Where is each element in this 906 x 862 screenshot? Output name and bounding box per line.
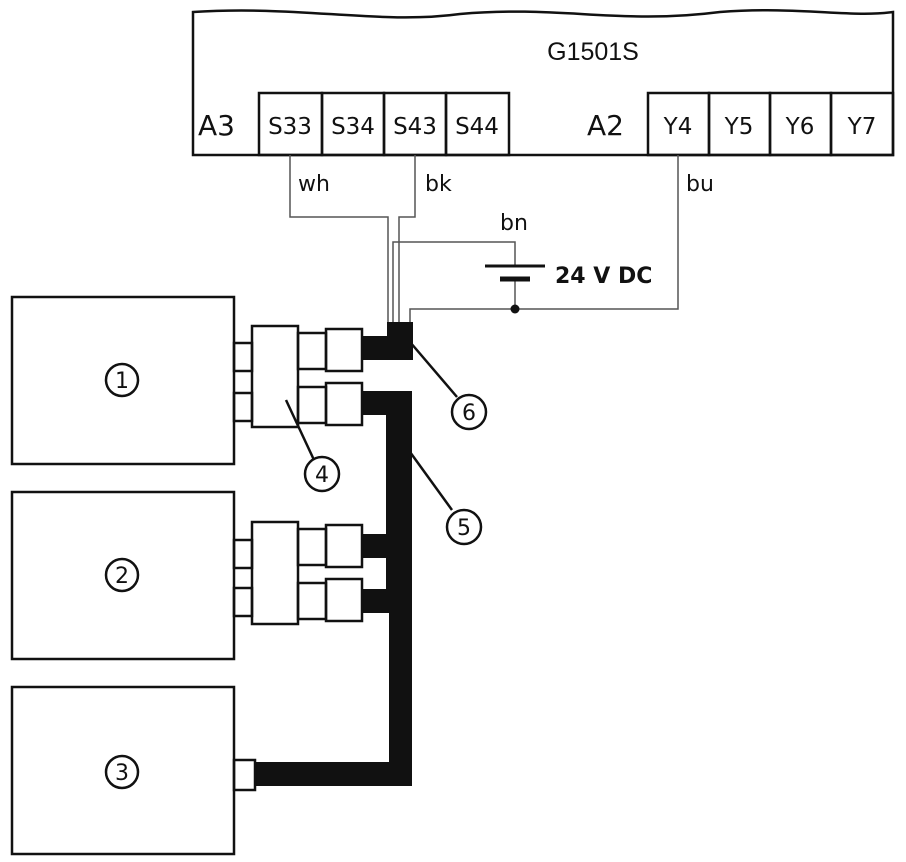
terminal-block-y: Y4 Y5 Y6 Y7: [646, 91, 895, 157]
terminal-s33-label: S33: [268, 114, 312, 140]
splitter-1-top-collar: [296, 331, 328, 371]
module-1-pin-top: [232, 341, 254, 373]
trunk-cable: [255, 322, 413, 786]
splitter-2-top-nut: [324, 523, 364, 569]
controller-title: G1501S: [547, 38, 639, 66]
battery-icon: [485, 264, 545, 282]
callout-5-leader: [408, 451, 454, 511]
callout-4-circle: [303, 455, 341, 493]
label-a2: A2: [587, 109, 624, 142]
callout-3: 3: [115, 761, 129, 786]
wire-label-bk: bk: [425, 172, 452, 197]
terminal-y7: [829, 91, 895, 157]
callout-5-circle: [445, 508, 483, 546]
callout-6-circle: [450, 393, 488, 431]
terminal-y6-label: Y6: [785, 114, 815, 140]
callout-1: 1: [115, 369, 129, 394]
splitter-2-bot-collar: [296, 581, 328, 621]
junction-dot: [510, 304, 520, 314]
module-1-pin-bottom: [232, 391, 254, 423]
callout-5: 5: [457, 516, 471, 541]
splitter-1-bot-nut: [324, 381, 364, 427]
module-3-pin: [232, 758, 257, 792]
wire-label-wh: wh: [298, 172, 330, 197]
wire-label-bn: bn: [500, 211, 528, 236]
callout-2: 2: [115, 564, 129, 589]
terminal-s44: [444, 91, 511, 157]
callout-2-circle: [104, 557, 140, 593]
module-2-pin-bottom: [232, 586, 254, 618]
splitter-1-top-nut: [324, 327, 364, 373]
wire-label-bu: bu: [686, 172, 714, 197]
module-1: [10, 295, 236, 466]
callout-4-leader: [284, 399, 316, 461]
callout-3-circle: [104, 754, 140, 790]
terminal-s43-label: S43: [393, 114, 437, 140]
terminal-y4-label: Y4: [663, 114, 693, 140]
callout-4: 4: [315, 463, 329, 488]
wire-bu: [409, 155, 679, 322]
terminal-s34-label: S34: [331, 114, 375, 140]
callout-6-leader: [409, 341, 458, 398]
splitter-1-bot-collar: [296, 385, 328, 425]
wires: [289, 155, 679, 322]
callout-6: 6: [462, 401, 476, 426]
callout-1-circle: [104, 362, 140, 398]
supply-label: 24 V DC: [555, 264, 652, 289]
splitter-2-body: [250, 520, 300, 626]
terminal-y5-label: Y5: [724, 114, 754, 140]
label-a3: A3: [198, 109, 235, 142]
terminal-y7-label: Y7: [847, 114, 877, 140]
wire-bk: [398, 155, 416, 322]
splitter-2-top-collar: [296, 527, 328, 567]
splitter-2-bot-nut: [324, 577, 364, 623]
terminal-s44-label: S44: [455, 114, 499, 140]
module-2-pin-top: [232, 538, 254, 570]
wire-bn: [392, 241, 516, 322]
module-2: [10, 490, 236, 661]
wire-wh: [289, 155, 389, 322]
terminal-block-s: S33 S34 S43 S44: [257, 91, 511, 157]
splitter-1-body: [250, 324, 300, 429]
controller-housing: [191, 9, 895, 157]
